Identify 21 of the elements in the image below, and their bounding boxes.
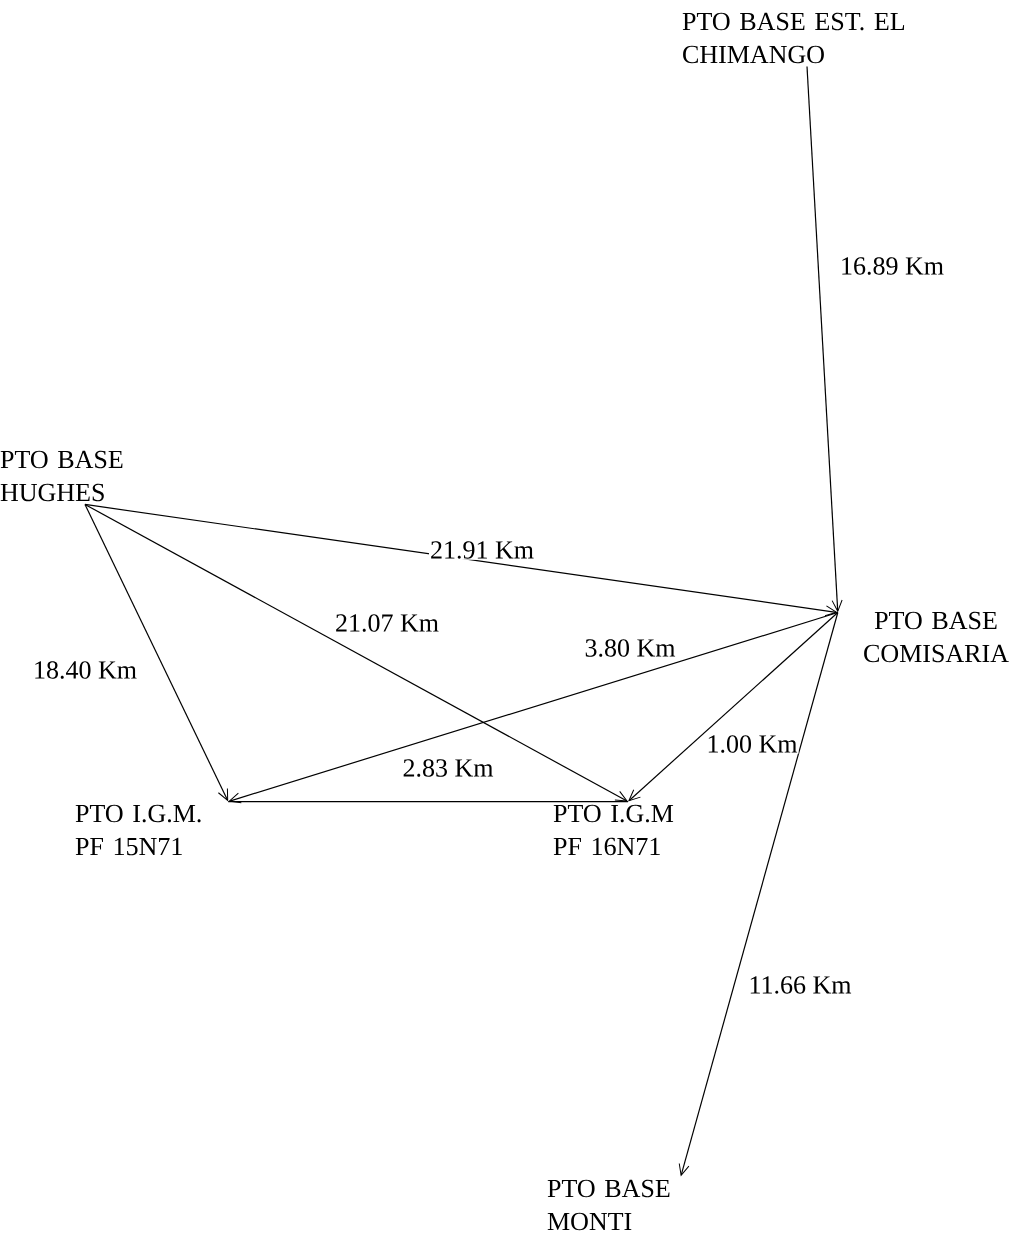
distance-label: 11.66 Km xyxy=(747,975,853,995)
distance-label: 2.83 Km xyxy=(401,758,495,778)
arrow xyxy=(84,503,838,617)
arrow xyxy=(228,611,839,804)
arrow xyxy=(84,503,628,802)
arrow xyxy=(84,503,229,801)
distance-label: 16.89 Km xyxy=(839,256,945,276)
distance-label: 18.40 Km xyxy=(32,660,138,680)
point-label: PTO I.G.M. PF 15N71 xyxy=(75,804,201,856)
point-label: PTO BASE COMISARIA xyxy=(864,611,1009,663)
point-label: PTO BASE MONTI xyxy=(547,1179,670,1231)
distance-label: 1.00 Km xyxy=(705,734,799,754)
point-label: PTO I.G.M PF 16N71 xyxy=(553,804,674,856)
point-label: PTO BASE HUGHES xyxy=(0,450,123,502)
arrow xyxy=(678,611,839,1176)
distance-label: 3.80 Km xyxy=(583,638,677,658)
arrow xyxy=(806,65,843,612)
distance-label: 21.07 Km xyxy=(334,613,440,633)
point-label: PTO BASE EST. EL CHIMANGO xyxy=(682,12,905,64)
distance-label: 21.91 Km xyxy=(429,540,535,560)
arrow xyxy=(628,611,839,802)
